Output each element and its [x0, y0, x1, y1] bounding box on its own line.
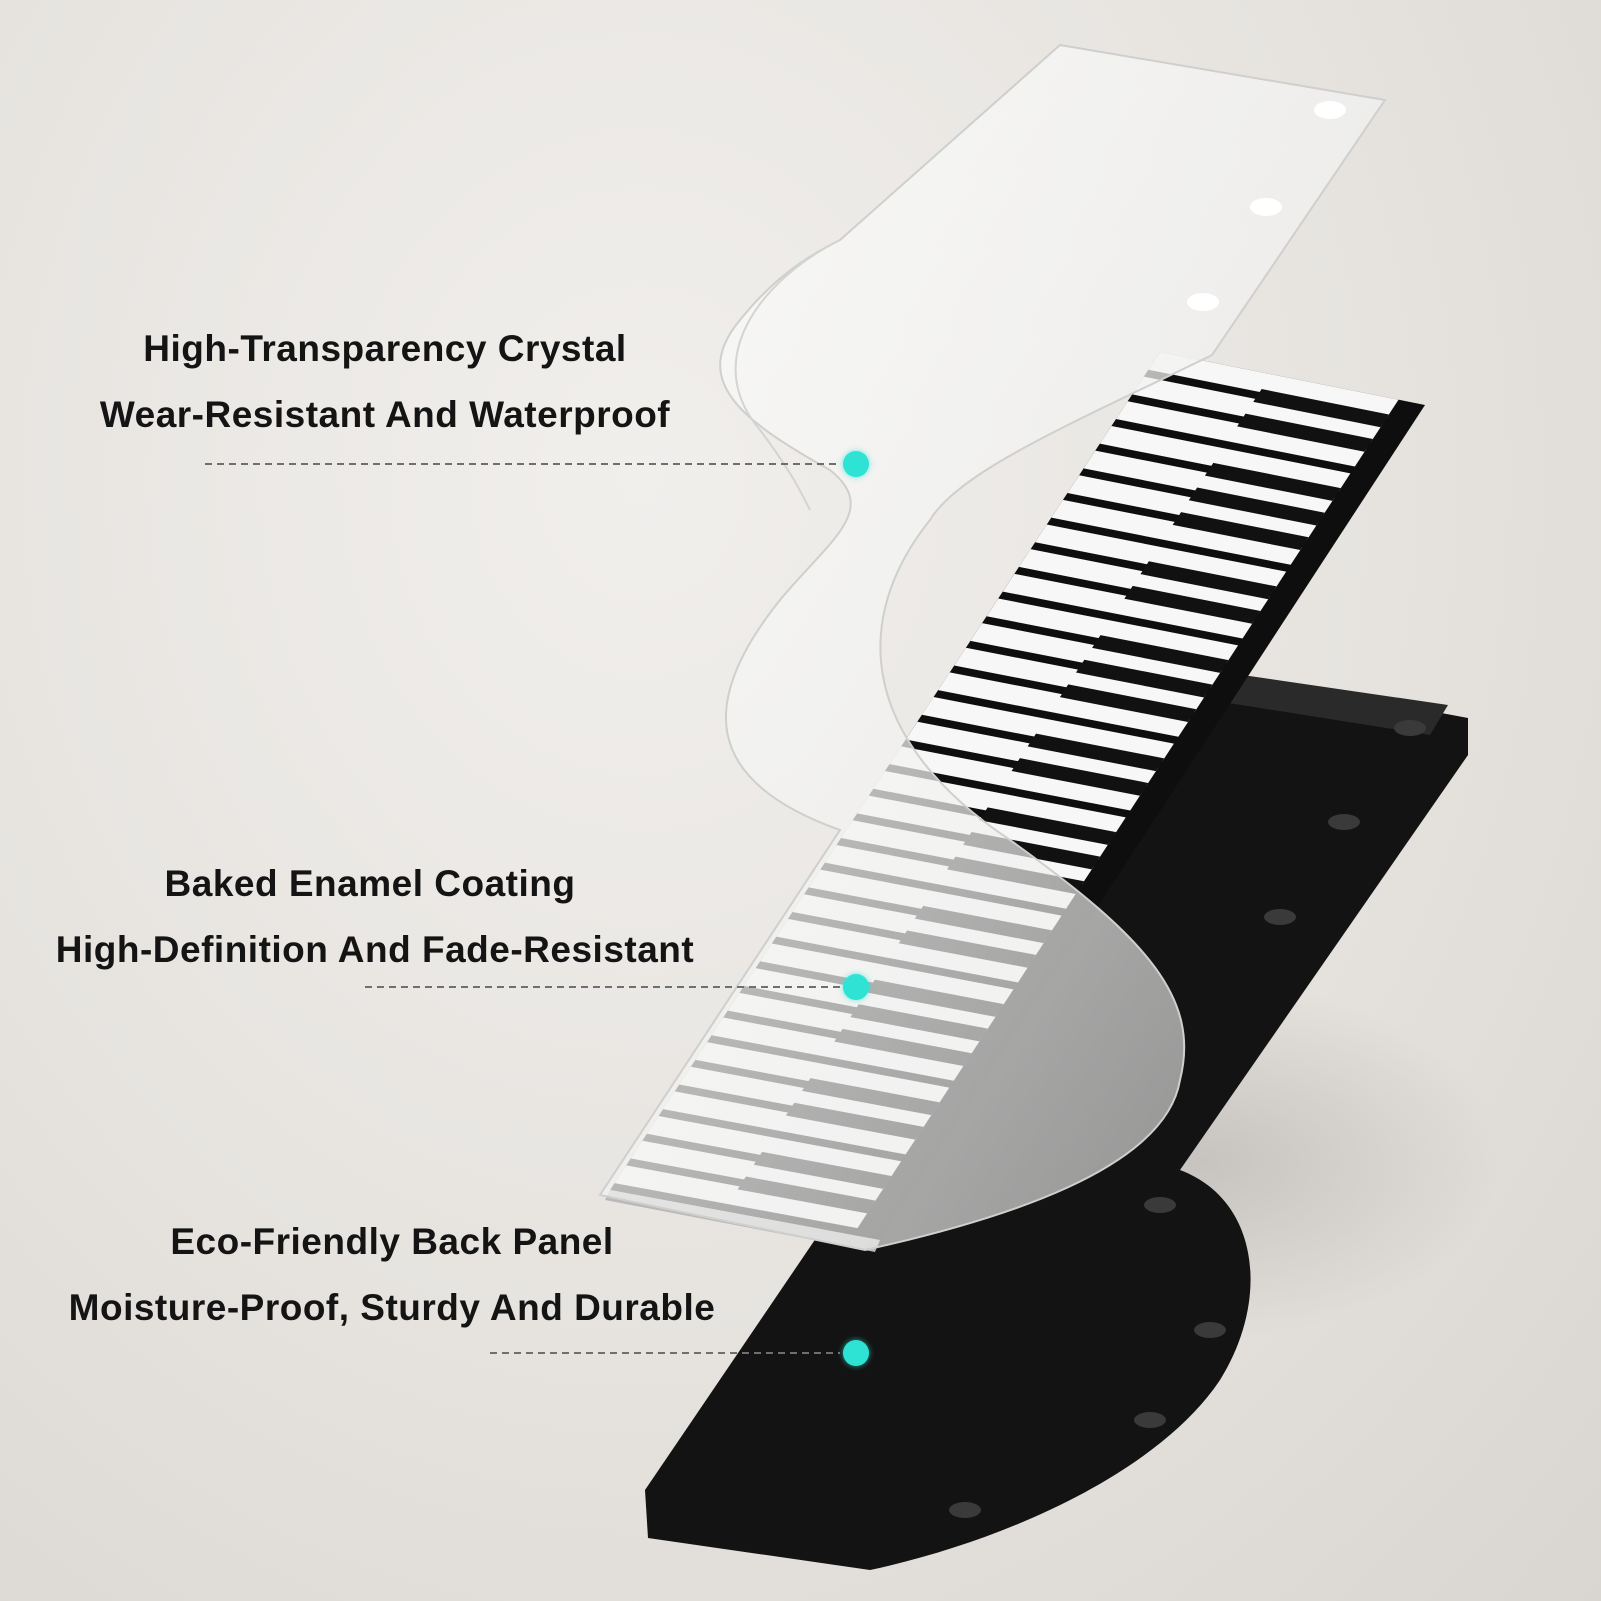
panel-holes: [949, 720, 1426, 1518]
white-key: [889, 746, 1142, 811]
black-key: [1011, 758, 1149, 796]
panel-hole: [1264, 909, 1296, 925]
black-key: [979, 807, 1117, 845]
panel-top-face: [1210, 672, 1448, 735]
transparent-film: [598, 43, 1387, 1252]
white-key: [921, 697, 1174, 762]
film-hole: [1250, 198, 1282, 216]
black-key: [1253, 389, 1389, 428]
white-key: [938, 672, 1190, 737]
white-key: [1051, 499, 1303, 565]
white-key: [1083, 450, 1335, 516]
black-key: [1172, 512, 1309, 551]
white-key: [1018, 549, 1271, 614]
black-key: [1140, 561, 1277, 600]
panel-hole: [949, 1502, 981, 1518]
white-key: [905, 721, 1158, 786]
white-key: [970, 623, 1223, 688]
marker-dot-crystal: [843, 451, 869, 477]
white-key: [986, 598, 1239, 664]
white-key: [1099, 425, 1351, 492]
white-key: [1067, 475, 1319, 541]
marker-dot-enamel: [843, 974, 869, 1000]
white-key: [1132, 376, 1383, 442]
callout-title: High-Transparency Crystal: [143, 328, 627, 369]
panel-hole: [1394, 720, 1426, 736]
panel-hole: [1328, 814, 1360, 830]
panel-hole: [1134, 1412, 1166, 1428]
callout-title: Baked Enamel Coating: [164, 863, 576, 904]
callout-title: Eco-Friendly Back Panel: [170, 1221, 614, 1262]
marker-dot-panel: [843, 1340, 869, 1366]
black-key: [1237, 413, 1373, 452]
black-key: [1027, 733, 1165, 772]
black-key: [1075, 659, 1213, 698]
panel-hole: [1144, 1197, 1176, 1213]
black-key: [1204, 462, 1341, 501]
white-key: [1002, 573, 1255, 639]
film-holes: [1187, 101, 1346, 311]
black-key: [1092, 635, 1229, 673]
white-key: [1148, 352, 1399, 418]
film-inner-curve: [734, 239, 841, 511]
film-hole: [1314, 101, 1346, 119]
black-key: [1124, 585, 1261, 624]
callout-subtitle: Wear-Resistant And Waterproof: [99, 394, 671, 435]
white-key: [954, 647, 1206, 713]
film-hole: [1187, 293, 1219, 311]
white-key: [1116, 401, 1367, 467]
black-key: [1059, 684, 1197, 723]
callout-subtitle: High-Definition And Fade-Resistant: [55, 929, 695, 970]
callout-subtitle: Moisture-Proof, Sturdy And Durable: [68, 1287, 716, 1328]
panel-hole: [1194, 1322, 1226, 1338]
black-key: [1188, 487, 1325, 526]
white-key: [1035, 524, 1287, 590]
